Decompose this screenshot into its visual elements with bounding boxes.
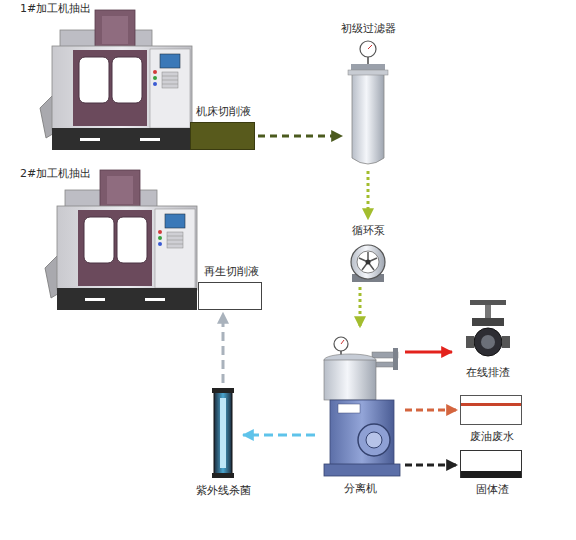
box-stripe — [461, 471, 521, 478]
flow-arrow — [243, 434, 315, 437]
valve-box: 在线排渣 — [455, 296, 521, 382]
uv-box: 紫外线杀菌 — [206, 386, 240, 480]
node-label: 在线排渣 — [466, 366, 510, 380]
tank-box: 机床切削液 — [190, 122, 255, 150]
machine-1 — [40, 10, 192, 150]
flow-arrow — [258, 135, 342, 138]
pump-figure — [351, 245, 385, 282]
tank-box: 再生切削液 — [198, 282, 262, 310]
box-stripe — [461, 403, 521, 406]
node-label: 机床切削液 — [196, 105, 251, 119]
flow-arrow — [405, 409, 457, 412]
node-label: 分离机 — [344, 482, 377, 496]
node-label: 再生切削液 — [204, 265, 259, 279]
flow-arrow — [367, 171, 370, 219]
separator-figure — [324, 337, 400, 476]
machine-box: 1#加工机抽出 — [40, 10, 195, 150]
flow-arrow — [405, 464, 457, 467]
pump-box: 循环泵 — [343, 222, 393, 284]
solid-box: 固体渣 — [460, 450, 522, 478]
node-label: 2#加工机抽出 — [20, 167, 91, 181]
separator-box: 分离机 — [318, 330, 402, 478]
node-label: 废油废水 — [470, 430, 514, 444]
node-label: 初级过滤器 — [341, 22, 396, 36]
flow-arrow — [222, 313, 225, 383]
node-label: 1#加工机抽出 — [20, 2, 91, 16]
machine-2 — [45, 170, 197, 310]
filter-figure — [348, 41, 388, 164]
node-label: 固体渣 — [476, 483, 509, 497]
node-label: 紫外线杀菌 — [196, 484, 251, 498]
flow-arrow — [405, 351, 452, 354]
machine-box: 2#加工机抽出 — [45, 170, 197, 310]
flow-arrow — [359, 287, 362, 327]
uv-figure — [212, 388, 234, 478]
node-label: 循环泵 — [352, 224, 385, 238]
waste-box: 废油废水 — [460, 395, 522, 425]
filter-box: 初级过滤器 — [345, 40, 391, 168]
valve-figure — [466, 300, 510, 356]
